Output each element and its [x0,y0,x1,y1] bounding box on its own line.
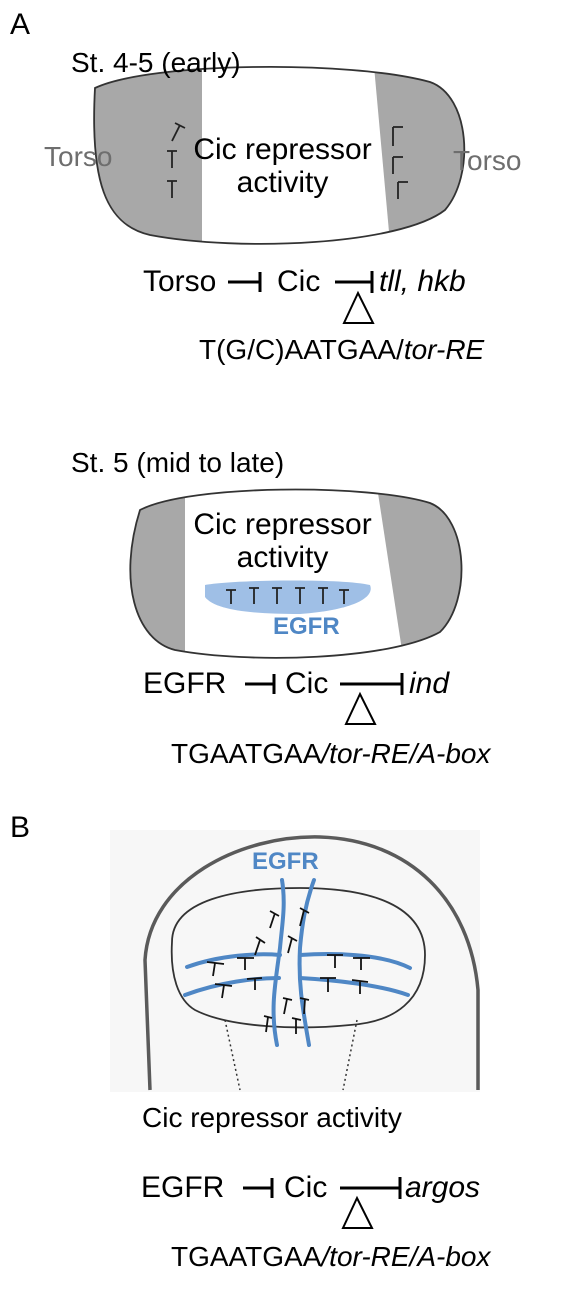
cic-represses-argos [340,1177,402,1199]
early-activity-line2: activity [236,166,329,199]
late-activity-label: Cic repressor activity [180,508,385,574]
panel-b-motif-plain: TGAATGAA [171,1241,322,1272]
panel-label-b: B [10,811,31,844]
egfr-inhibits-cic-late [245,674,276,694]
early-activity-line1: Cic repressor [193,133,372,166]
panel-b-graphics [110,830,480,1092]
late-motif: TGAATGAA/tor-RE/A-box [171,738,490,770]
late-targets: ind [409,667,450,700]
late-motif-plain: TGAATGAA [171,738,322,769]
early-pathway-graphics [228,271,374,293]
late-egfr-label: EGFR [273,613,340,640]
early-motif-italic: tor-RE [403,334,485,365]
panel-b-egfr-label: EGFR [252,848,319,875]
cic-represses-ind [340,673,404,695]
early-signal: Torso [143,265,217,298]
late-inhibition-marks [226,587,349,604]
panel-label-a: A [10,8,31,41]
late-motif-triangle [344,691,377,725]
late-pathway-graphics [245,673,404,695]
panel-b-activity-label: Cic repressor activity [142,1102,402,1133]
late-motif-italic: /tor-RE/A-box [321,738,491,769]
panel-b-signal: EGFR [141,1171,225,1204]
outer-tissue-outline [143,835,480,1091]
late-egfr-band [205,580,371,614]
stage-late-title: St. 5 (mid to late) [71,447,285,478]
late-mediator: Cic [285,667,329,700]
late-activity-line2: activity [236,541,329,574]
egfr-line-horizontal-top [185,952,412,970]
disc-outline [170,887,426,1029]
panel-b-motif-italic: /tor-RE/A-box [321,1241,491,1272]
panel-b-inhibition-marks [206,907,370,1034]
early-motif-plain: T(G/C)AATGAA/ [199,334,404,365]
late-activity-line1: Cic repressor [193,508,372,541]
panel-b-mediator: Cic [284,1171,328,1204]
early-embryo-outline [93,65,466,245]
late-signal: EGFR [143,667,227,700]
torso-label-left: Torso [44,141,113,172]
panel-b-motif: TGAATGAA/tor-RE/A-box [171,1241,490,1273]
egfr-cross-pattern [183,878,412,1047]
dotted-line-right [342,1019,358,1091]
early-inhibition-marks-right [392,126,408,199]
late-torso-region-left [130,489,185,658]
panel-b-motif-triangle [341,1195,374,1229]
late-torso-region-right [376,489,462,658]
early-targets: tll, hkb [379,265,466,298]
early-motif: T(G/C)AATGAA/tor-RE [199,334,484,366]
panel-b-pathway-graphics [243,1177,402,1199]
egfr-inhibits-cic-b [243,1178,274,1198]
egfr-line-vertical-left [271,878,286,1047]
dotted-line-left [224,1019,241,1091]
egfr-line-horizontal-bottom [183,976,410,997]
early-mediator: Cic [277,265,321,298]
early-motif-triangle [342,290,375,324]
torso-label-right: Torso [453,145,522,176]
early-inhibition-marks-left [167,122,186,198]
egfr-line-vertical-right [297,878,316,1047]
stage-early-title: St. 4-5 (early) [71,47,241,78]
cic-represses-targets [335,271,374,293]
panel-b-targets: argos [405,1171,481,1204]
late-embryo-outline [129,488,463,659]
early-activity-label: Cic repressor activity [180,133,385,199]
torso-inhibits-cic [228,272,262,292]
